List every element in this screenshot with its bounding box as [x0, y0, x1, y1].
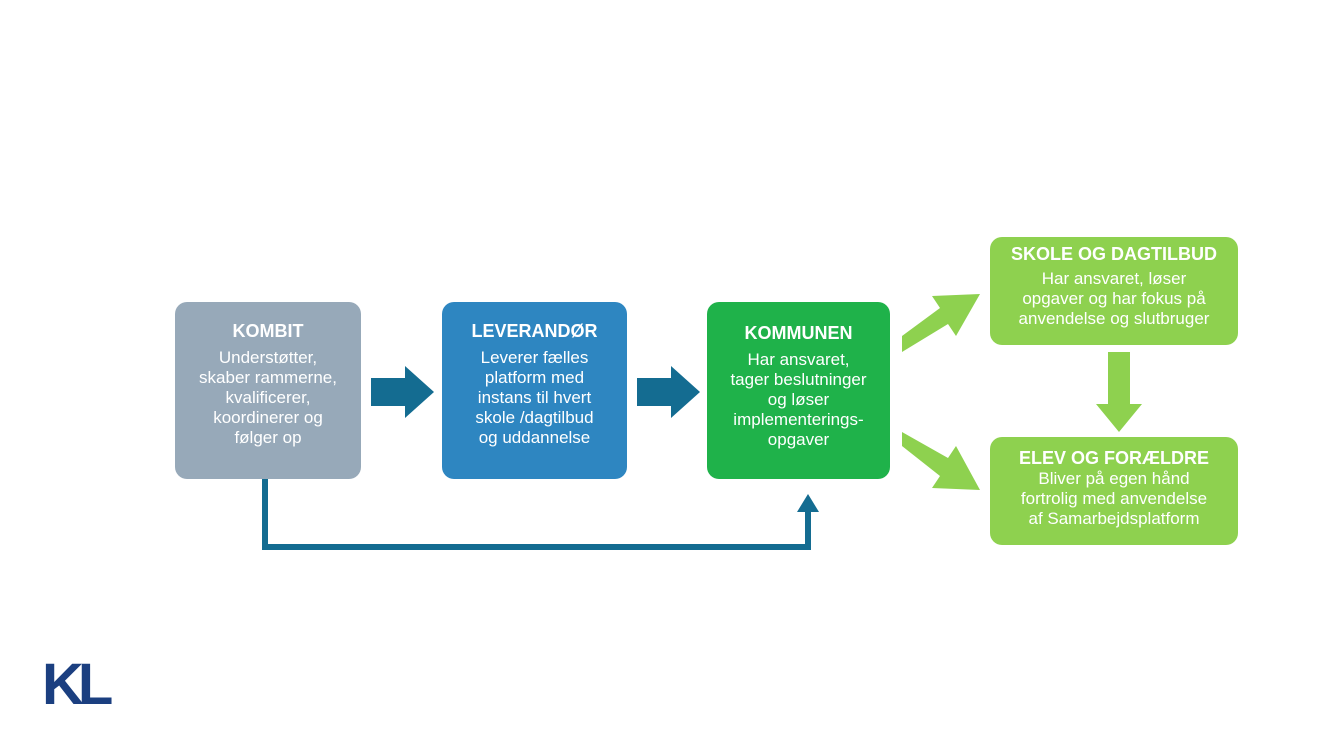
- kl-logo: KL: [42, 652, 113, 717]
- kommunen-title: KOMMUNEN: [744, 323, 853, 343]
- arrow-leverandor-to-kommunen: [637, 366, 700, 418]
- kombit-line: følger op: [234, 428, 302, 447]
- leverandor-line: Leverer fælles: [480, 348, 589, 367]
- elev-description: Bliver på egen hånd fortrolig med anvend…: [990, 469, 1238, 529]
- leverandor-line: instans til hvert: [477, 388, 592, 407]
- kommunen-description: Har ansvaret, tager beslutninger og løse…: [707, 350, 890, 450]
- kombit-line: koordinerer og: [213, 408, 323, 427]
- kommunen-line: tager beslutninger: [730, 370, 867, 389]
- leverandor-line: platform med: [484, 368, 585, 387]
- kombit-line: Understøtter,: [218, 348, 318, 367]
- leverandor-line: og uddannelse: [478, 428, 591, 447]
- elev-box: ELEV OG FORÆLDRE Bliver på egen hånd for…: [990, 437, 1238, 545]
- connector-arrowhead-kommunen: [797, 494, 819, 512]
- kommunen-line: og løser: [767, 390, 830, 409]
- skole-box: SKOLE OG DAGTILBUD Har ansvaret, løser o…: [990, 237, 1238, 345]
- connector-kombit-to-kommunen: [262, 479, 811, 550]
- skole-line: anvendelse og slutbruger: [1018, 309, 1210, 328]
- kommunen-line: Har ansvaret,: [747, 350, 850, 369]
- skole-line: Har ansvaret, løser: [1041, 269, 1187, 288]
- arrow-skole-to-elev: [1096, 352, 1142, 432]
- arrow-kombit-to-leverandor: [371, 366, 434, 418]
- kombit-box: KOMBIT Understøtter, skaber rammerne, kv…: [175, 302, 361, 479]
- kombit-description: Understøtter, skaber rammerne, kvalifice…: [175, 348, 361, 448]
- arrow-kommunen-to-skole: [902, 294, 980, 352]
- kommunen-box: KOMMUNEN Har ansvaret, tager beslutninge…: [707, 302, 890, 479]
- leverandor-title: LEVERANDØR: [471, 321, 598, 341]
- kombit-line: skaber rammerne,: [199, 368, 337, 387]
- kommunen-line: opgaver: [767, 430, 830, 449]
- skole-description: Har ansvaret, løser opgaver og har fokus…: [990, 269, 1238, 329]
- elev-line: fortrolig med anvendelse: [1020, 489, 1208, 508]
- skole-line: opgaver og har fokus på: [1022, 289, 1206, 308]
- elev-line: Bliver på egen hånd: [1038, 469, 1190, 488]
- elev-line: af Samarbejdsplatform: [1028, 509, 1200, 528]
- skole-title: SKOLE OG DAGTILBUD: [1011, 244, 1217, 264]
- kombit-title: KOMBIT: [232, 321, 304, 341]
- leverandor-description: Leverer fælles platform med instans til …: [442, 348, 627, 448]
- elev-title: ELEV OG FORÆLDRE: [1018, 448, 1209, 468]
- kombit-line: kvalificerer,: [225, 388, 311, 407]
- arrow-kommunen-to-elev: [902, 432, 980, 490]
- kommunen-line: implementerings-: [733, 410, 864, 429]
- leverandor-box: LEVERANDØR Leverer fælles platform med i…: [442, 302, 627, 479]
- leverandor-line: skole /dagtilbud: [475, 408, 594, 427]
